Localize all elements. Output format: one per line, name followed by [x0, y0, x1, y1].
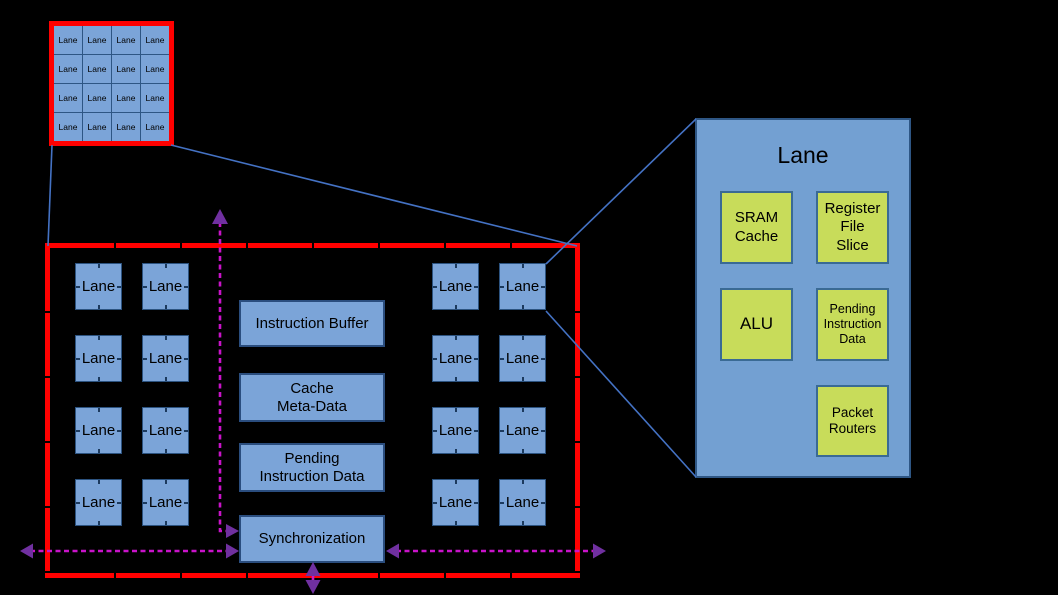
overview-lane-cell: Lane [141, 84, 169, 112]
overview-lane-cell: Lane [83, 113, 111, 141]
lane-block: Lane [432, 335, 479, 382]
register-file-slice-box: Register File Slice [816, 191, 889, 264]
lane-block: Lane [142, 479, 189, 526]
lane-block: Lane [432, 479, 479, 526]
alu-box: ALU [720, 288, 793, 361]
lane-block: Lane [499, 263, 546, 310]
lane-detail-title: Lane [777, 142, 829, 168]
lane-block: Lane [432, 407, 479, 454]
overview-lane-cell: Lane [83, 26, 111, 54]
lane-block: Lane [75, 407, 122, 454]
cache-meta-data-box: Cache Meta-Data [239, 373, 385, 422]
overview-lane-cell: Lane [112, 26, 140, 54]
overview-lane-cell: Lane [112, 84, 140, 112]
grid-tick-marks-left [45, 248, 50, 573]
lane-block: Lane [499, 479, 546, 526]
overview-lane-cell: Lane [141, 113, 169, 141]
lane-block: Lane [499, 335, 546, 382]
lane-block: Lane [142, 335, 189, 382]
packet-routers-box: Packet Routers [816, 385, 889, 457]
grid-tick-marks-bottom [50, 573, 575, 578]
overview-lane-cell: Lane [54, 26, 82, 54]
lane-detail-box: Lane SRAM Cache Register File Slice ALU … [695, 118, 911, 478]
pending-instruction-data-box: Pending Instruction Data [239, 443, 385, 492]
lane-block: Lane [142, 263, 189, 310]
overview-lane-cell: Lane [83, 55, 111, 83]
lane-block: Lane [75, 335, 122, 382]
instruction-buffer-box: Instruction Buffer [239, 300, 385, 347]
grid-tick-marks-right [575, 248, 580, 573]
lane-block: Lane [75, 263, 122, 310]
lane-block: Lane [432, 263, 479, 310]
overview-lane-cell: Lane [141, 26, 169, 54]
overview-lane-cell: Lane [54, 55, 82, 83]
lane-block: Lane [75, 479, 122, 526]
overview-lane-cell: Lane [112, 113, 140, 141]
sram-cache-box: SRAM Cache [720, 191, 793, 264]
lane-block: Lane [499, 407, 546, 454]
overview-lane-cell: Lane [54, 84, 82, 112]
overview-lane-cell: Lane [83, 84, 111, 112]
synchronization-box: Synchronization [239, 515, 385, 563]
overview-lane-cell: Lane [54, 113, 82, 141]
grid-tick-marks-top [50, 243, 575, 248]
overview-lane-cell: Lane [112, 55, 140, 83]
overview-lane-cell: Lane [141, 55, 169, 83]
lane-block: Lane [142, 407, 189, 454]
pending-instruction-data-detail-box: Pending Instruction Data [816, 288, 889, 361]
